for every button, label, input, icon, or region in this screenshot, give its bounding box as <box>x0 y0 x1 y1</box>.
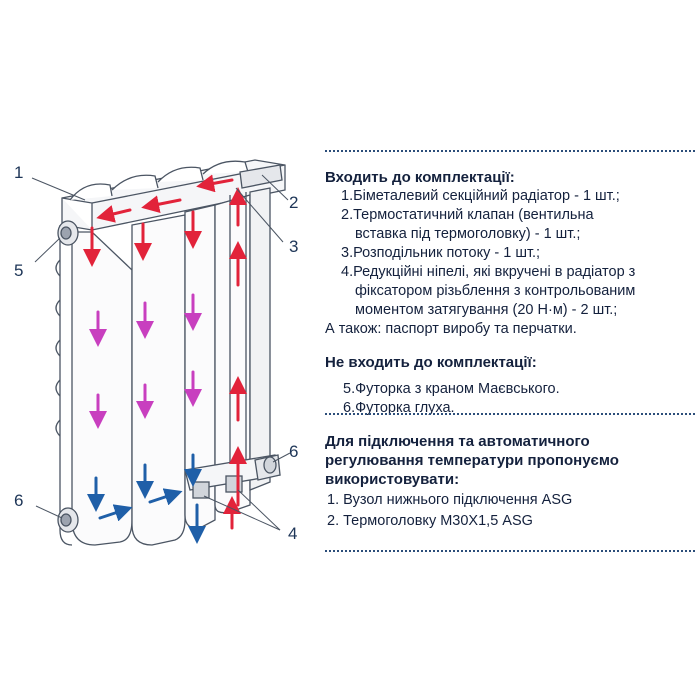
air-vent-plug <box>57 220 79 246</box>
flow-distributor <box>229 192 247 470</box>
text-column: Входить до комплектації: 1.Біметалевий с… <box>325 168 700 418</box>
hot-arrow <box>141 195 182 214</box>
callout-6-left: 6 <box>14 491 23 510</box>
divider-bottom <box>325 550 695 552</box>
blind-plug-left <box>57 507 79 533</box>
callout-4: 4 <box>288 524 297 543</box>
list-item: 3.Розподільник потоку - 1 шт.; <box>341 245 541 261</box>
list-item: 1. Вузол нижнього підключення ASG <box>327 492 573 508</box>
list-item: 2. Термоголовку М30Х1,5 ASG <box>327 513 533 529</box>
included-heading: Входить до комплектації: <box>325 169 515 186</box>
leader-6-left <box>35 505 63 519</box>
callout-3: 3 <box>289 237 298 256</box>
advice-block: Для підключення та автоматичного регулюв… <box>325 432 700 531</box>
leader-2 <box>261 174 289 201</box>
list-item: 6.Футорка глуха. <box>343 400 455 416</box>
excluded-list: 5.Футорка з краном Маєвського. 6.Футорка… <box>325 380 700 418</box>
list-item: 5.Футорка з краном Маєвського. <box>343 381 560 397</box>
leader-4a <box>203 495 281 531</box>
cold-flow-arrows <box>87 453 206 544</box>
list-item: 1.Біметалевий секційний радіатор - 1 шт.… <box>341 188 620 204</box>
section-fins <box>69 160 249 201</box>
included-also: А також: паспорт виробу та перчатки. <box>325 321 577 337</box>
leader-4b <box>237 489 281 531</box>
leader-5 <box>34 237 61 263</box>
divider-top <box>325 150 695 152</box>
included-list: 1.Біметалевий секційний радіатор - 1 шт.… <box>325 187 700 320</box>
radiator-sections <box>55 187 271 546</box>
list-item: 4.Редукційні ніпелі, які вкручені в раді… <box>341 264 636 318</box>
leader-3 <box>235 187 284 243</box>
thermostatic-valve <box>239 164 283 189</box>
cold-arrow <box>98 504 133 522</box>
hot-arrow <box>196 174 234 193</box>
list-item: 2.Термостатичний клапан (вентильна встав… <box>341 207 594 242</box>
leader-1 <box>31 177 86 201</box>
callout-5: 5 <box>14 261 23 280</box>
hot-arrow <box>96 205 132 223</box>
radiator-diagram: 1 2 3 5 6 6 4 <box>14 159 298 546</box>
mixed-flow-arrows <box>89 293 202 429</box>
hot-flow-arrows <box>83 174 247 530</box>
divider-middle <box>325 413 695 415</box>
blind-plug-right <box>254 454 281 481</box>
callout-6-right: 6 <box>289 442 298 461</box>
leader-6-right <box>272 452 291 463</box>
cold-arrow <box>148 488 183 506</box>
advice-heading: Для підключення та автоматичного регулюв… <box>325 433 619 488</box>
callout-2: 2 <box>289 193 298 212</box>
excluded-heading: Не входить до комплектації: <box>325 354 537 371</box>
callout-1: 1 <box>14 163 23 182</box>
advice-list: 1. Вузол нижнього підключення ASG 2. Тер… <box>325 491 700 531</box>
